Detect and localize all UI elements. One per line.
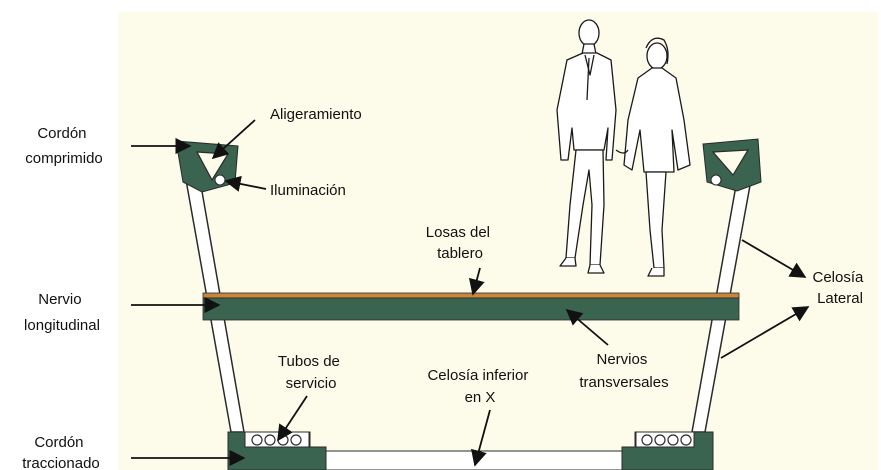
top-chord-right (702, 138, 762, 192)
longitudinal-rib (202, 297, 740, 321)
bottom-chord-left (227, 431, 327, 470)
label-losas-tablero: Losas del tablero (426, 224, 494, 262)
arrow-tubos-servicio (277, 395, 308, 442)
label-cordon-traccionado: Cordón traccionado (22, 434, 100, 470)
walking-couple-figure (556, 19, 691, 277)
label-celosia-lateral: Celosía Lateral (812, 269, 867, 307)
arrow-celosia-lateral-upper (741, 239, 807, 278)
arrow-celosia-lateral-lower (720, 306, 810, 359)
label-nervio-longitudinal: Nervio longitudinal (24, 291, 100, 334)
arrow-aligeramiento (211, 119, 256, 160)
arrow-nervios-transversales (565, 308, 609, 346)
label-aligeramiento: Aligeramiento (270, 106, 362, 123)
arrow-celosia-inferior (471, 409, 491, 467)
bottom-x-truss (325, 450, 623, 470)
label-nervios-transversales: Nervios transversales (579, 351, 668, 391)
label-iluminacion: Iluminación (270, 182, 346, 199)
bottom-chord-right (621, 431, 714, 470)
deck-slab-top (202, 292, 740, 299)
label-tubos-servicio: Tubos de servicio (278, 353, 344, 392)
arrow-iluminacion (224, 175, 267, 192)
label-celosia-inferior: Celosía inferior en X (427, 367, 532, 406)
arrow-losas-tablero (468, 267, 485, 296)
diagram-background (118, 12, 878, 470)
label-cordon-comprimido: Cordón comprimido (25, 125, 103, 167)
